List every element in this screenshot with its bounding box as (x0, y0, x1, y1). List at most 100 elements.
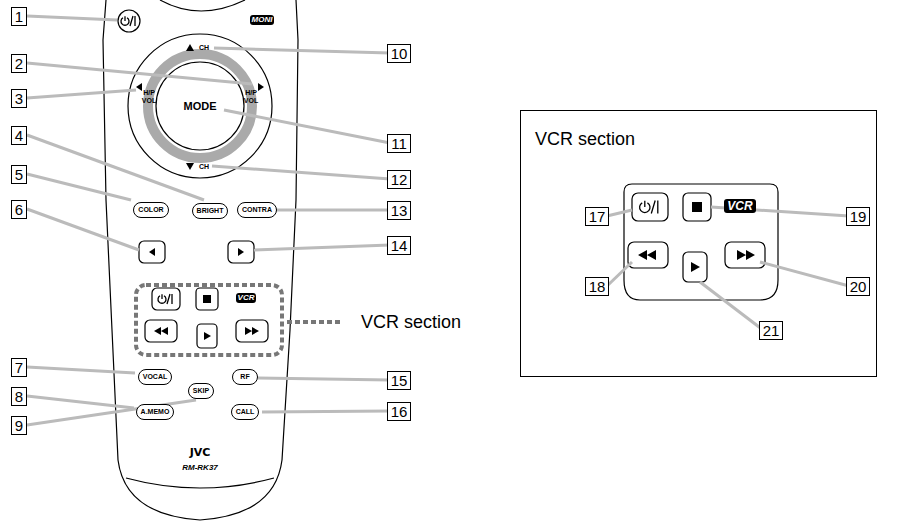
leader-line (27, 135, 204, 200)
node-text: RF (240, 373, 249, 380)
callout-number: 17 (585, 207, 610, 226)
button-label: CH (199, 44, 209, 52)
vol-right-arrow (258, 83, 264, 91)
callout-number: 19 (846, 207, 871, 226)
vcr-power (152, 288, 180, 310)
leader-line (27, 396, 134, 408)
leader-line (258, 378, 390, 380)
callout-number: 3 (11, 89, 27, 108)
inset-ff (725, 242, 765, 268)
leader-line (27, 63, 252, 84)
inset-play (683, 252, 707, 282)
leader-line (224, 110, 390, 143)
ff-symbol (245, 327, 259, 335)
leader-line (27, 16, 117, 20)
node-text: SKIP (193, 387, 209, 394)
inset-rew (628, 242, 668, 268)
vol-left-arrow (136, 83, 142, 91)
section-label: VCR section (361, 312, 461, 333)
right-arrow (238, 248, 244, 256)
leader-line (274, 209, 390, 212)
leader-line (700, 282, 763, 330)
node-text: MODE (184, 100, 217, 112)
leader-line (607, 262, 632, 286)
remote-button: COLOR (133, 202, 168, 218)
leader-line (607, 210, 632, 216)
ch-up-arrow (186, 44, 194, 51)
callout-number: 5 (11, 165, 27, 184)
remote-bottom-line (126, 478, 274, 488)
power-symbol (158, 294, 172, 304)
callout-number: 11 (387, 134, 411, 153)
callout-number: 14 (387, 236, 412, 255)
remote-button: CONTRA (237, 202, 277, 218)
callout-number: 20 (846, 277, 871, 296)
callout-number: 9 (11, 416, 27, 435)
mode-badge: MONI (250, 15, 275, 25)
power-symbol (121, 16, 135, 26)
vcr-ff (236, 320, 268, 342)
leader-line (27, 400, 196, 425)
callout-number: 21 (759, 321, 784, 340)
node-text: CONTRA (242, 206, 272, 213)
mode-badge: VCR (724, 199, 755, 213)
node-text: BRIGHT (197, 207, 224, 214)
leader-line (212, 166, 390, 179)
callout-number: 8 (11, 387, 27, 406)
vcr-stop (196, 288, 218, 310)
power-symbol (640, 201, 658, 214)
inset-ff-symbol (737, 250, 755, 260)
vcr-section-leader (287, 320, 343, 324)
remote-button: CALL (231, 404, 260, 420)
model-label: RM-RK37 (182, 463, 218, 472)
button-label: H/P VOL (243, 89, 259, 105)
remote-button: SKIP (188, 383, 214, 399)
node-text: COLOR (138, 206, 163, 213)
inset-stop-symbol (692, 202, 702, 212)
remote-button: RF (232, 369, 258, 385)
callout-number: 12 (387, 170, 412, 189)
inset-panel: VCR section (520, 110, 877, 377)
brand-label: JVC (190, 446, 211, 459)
node-text: A.MEMO (141, 408, 170, 415)
mode-badge: VCR (236, 293, 257, 303)
callout-number: 4 (11, 126, 27, 145)
power-button (118, 10, 140, 32)
callout-number: 1 (11, 7, 27, 26)
left-arrow (149, 248, 155, 256)
leader-line (27, 209, 139, 250)
node-text: VOCAL (143, 373, 168, 380)
leader-line (262, 411, 390, 412)
callout-number: 6 (11, 200, 27, 219)
node-text: VCR section (535, 129, 635, 150)
callout-number: 18 (585, 277, 610, 296)
vcr-section-outline (136, 285, 282, 355)
inset-play-symbol (691, 262, 700, 272)
leader-line (27, 90, 136, 98)
node-text: CALL (236, 408, 255, 415)
leader-line (760, 262, 849, 286)
callout-number: 15 (387, 371, 412, 390)
callout-number: 7 (11, 358, 27, 377)
remote-button: A.MEMO (136, 404, 175, 420)
button-label: CH (199, 163, 209, 171)
remote-button: BRIGHT (192, 203, 229, 219)
mode-button: MODE (158, 64, 242, 148)
ch-down-arrow (186, 163, 194, 170)
vcr-play (197, 324, 217, 348)
control-ring (128, 34, 272, 178)
leader-line (214, 48, 390, 53)
inset-power (632, 193, 668, 221)
right-button (228, 241, 254, 263)
callout-number: 2 (11, 54, 27, 73)
leader-line (27, 174, 131, 200)
stop-symbol (203, 295, 211, 303)
play-symbol (204, 332, 211, 340)
control-ring-inner (148, 54, 252, 158)
leader-line (254, 245, 390, 250)
button-label: H/P VOL (141, 89, 157, 105)
inset-rew-symbol (638, 250, 656, 260)
rew-symbol (154, 327, 168, 335)
